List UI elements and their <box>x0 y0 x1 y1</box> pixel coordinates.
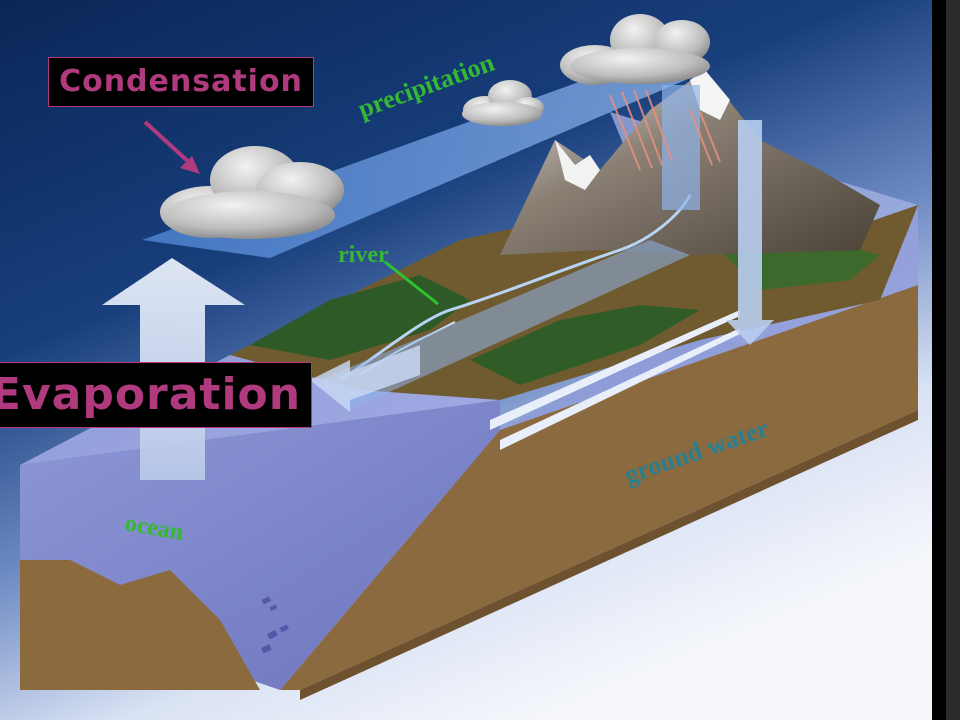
groundwater-flow-1 <box>490 310 740 430</box>
river-label: river <box>338 242 389 268</box>
infiltration-arrow <box>726 120 774 345</box>
condensation-pointer-arrowhead <box>180 156 200 174</box>
rain-streaks <box>609 89 721 171</box>
snow-peak-left <box>555 140 600 190</box>
river-leader-line <box>384 260 439 306</box>
soil-side <box>280 285 918 690</box>
forest-right <box>470 305 700 385</box>
cloud-middle <box>462 80 544 126</box>
runoff-beam <box>662 85 700 210</box>
right-border-inner <box>946 0 960 720</box>
condensation-label: Condensation <box>48 57 314 107</box>
cloud-right <box>560 14 710 85</box>
forest-left <box>250 275 470 360</box>
ocean-floor <box>20 560 260 690</box>
evaporation-label: Evaporation <box>0 362 312 428</box>
cloud-left <box>160 146 344 239</box>
river-to-ocean-arrow <box>310 345 420 412</box>
river-path <box>339 194 692 382</box>
condensation-pointer-line <box>143 120 194 167</box>
groundwater-flow-2 <box>500 328 740 450</box>
soil-edge <box>300 410 918 700</box>
ocean-fish <box>261 596 289 654</box>
